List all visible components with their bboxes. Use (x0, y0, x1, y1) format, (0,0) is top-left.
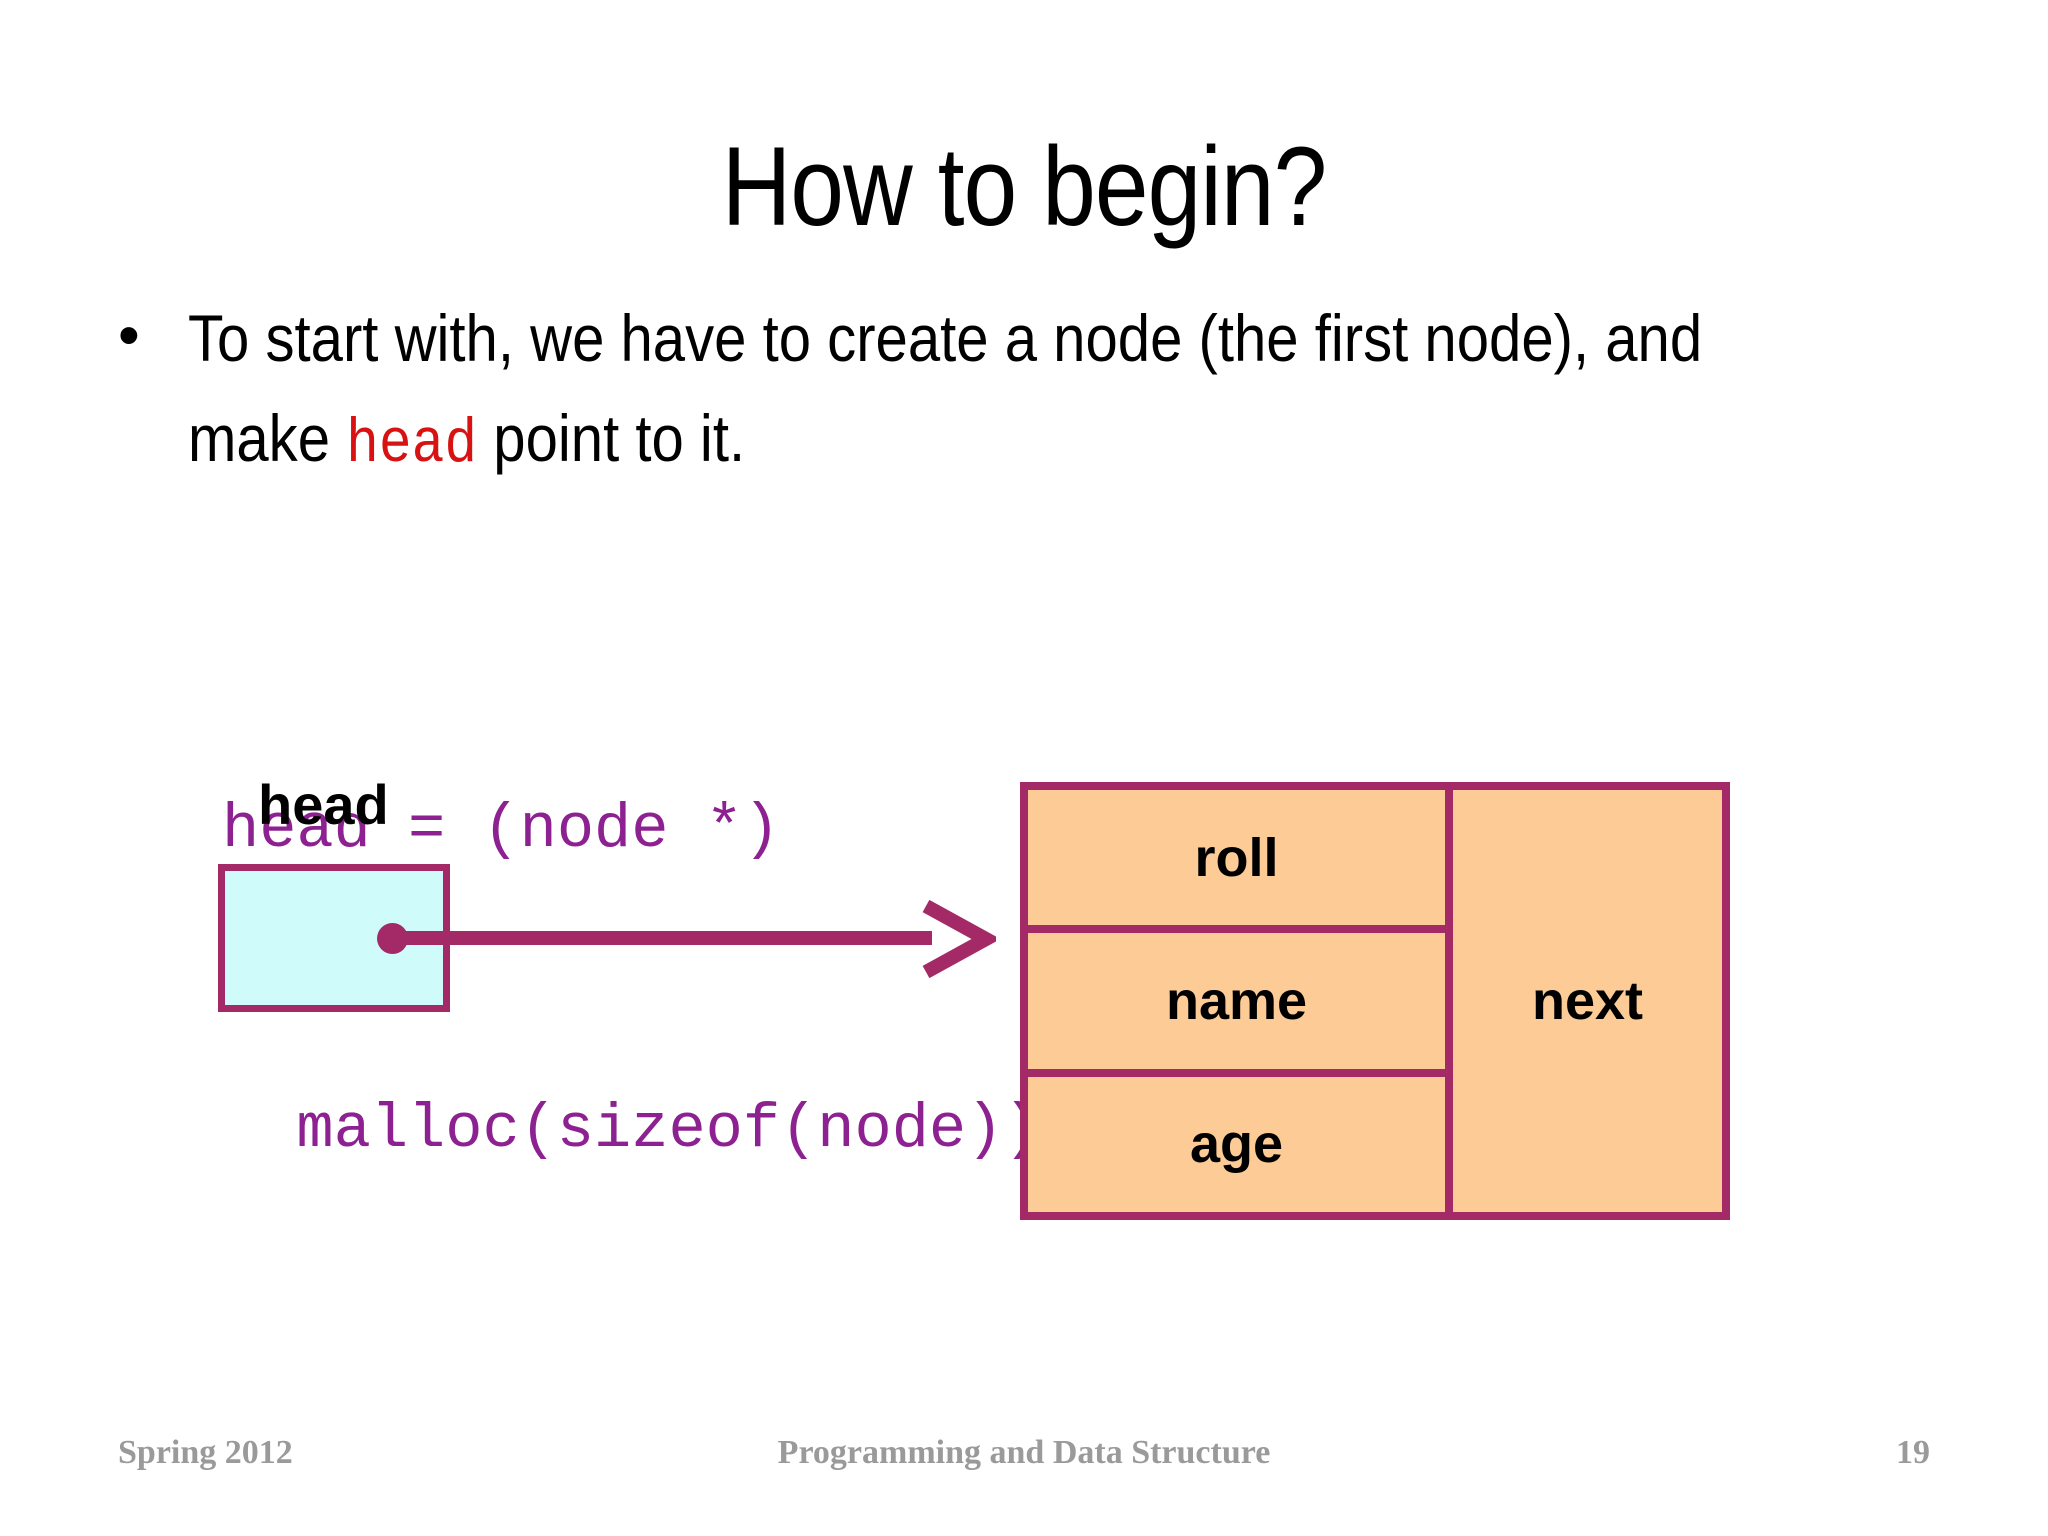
footer-course-title: Programming and Data Structure (777, 1434, 1271, 1471)
code-line-2: malloc(sizeof(node)); (222, 1094, 1078, 1165)
arrow-head-icon (922, 900, 996, 978)
head-variable-label: head (258, 773, 389, 836)
code-line-1: head = (node *) (222, 794, 781, 865)
bullet-text-part1: To start with, we have to create a node … (188, 301, 1703, 475)
node-field-name: name (1028, 925, 1445, 1068)
pointer-arrow-line (392, 931, 932, 945)
page-title: How to begin? (721, 124, 1327, 249)
slide-footer: Spring 2012 Programming and Data Structu… (0, 1434, 2048, 1482)
code-block: head = (node *) malloc(sizeof(node)); (222, 580, 1078, 1380)
node-field-roll: roll (1194, 827, 1279, 888)
node-field-column: roll name age (1028, 790, 1453, 1212)
node-field-next: next (1531, 971, 1644, 1031)
bullet-text-part2: point to it. (477, 401, 746, 475)
bullet-marker-icon: • (118, 301, 140, 370)
bullet-text: To start with, we have to create a node … (188, 288, 1710, 495)
footer-term: Spring 2012 (118, 1434, 293, 1471)
footer-page-number: 19 (1896, 1434, 1930, 1471)
bullet-list: • To start with, we have to create a nod… (118, 288, 1918, 495)
node-field-age: age (1028, 1068, 1445, 1212)
node-struct-box: roll name age next (1020, 782, 1730, 1220)
inline-code-head: head (346, 409, 478, 480)
list-item: • To start with, we have to create a nod… (118, 288, 1918, 495)
